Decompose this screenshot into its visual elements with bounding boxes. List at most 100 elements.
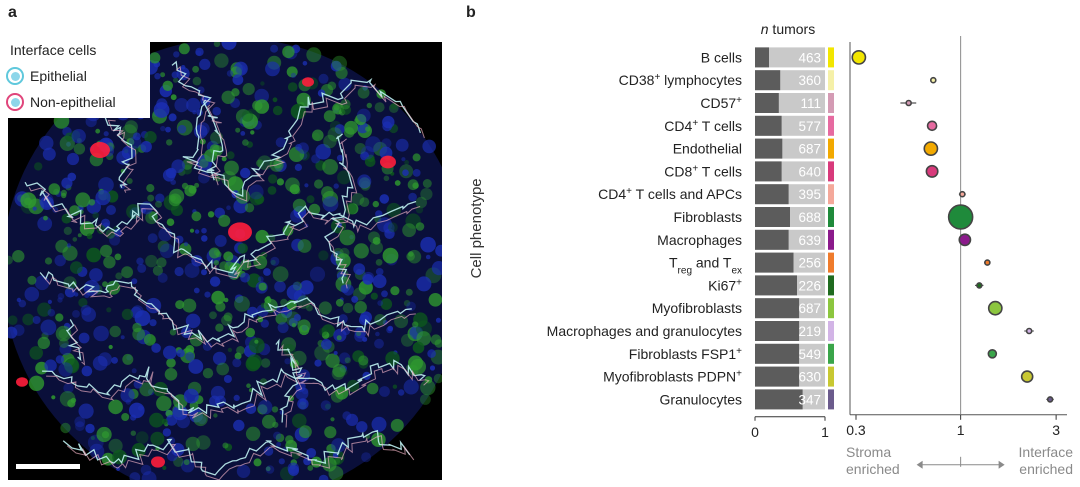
category-color-swatch <box>828 138 834 159</box>
category-label: Macrophages <box>657 232 742 248</box>
legend-item-non-epithelial: Non-epithelial <box>6 90 116 114</box>
n-tumors-value: 577 <box>798 119 821 134</box>
enrichment-dot <box>959 190 966 198</box>
n-tumors-value: 687 <box>798 301 821 316</box>
category-label: Myofibroblasts <box>652 300 742 316</box>
category-color-swatch <box>828 275 834 296</box>
arrow-right-head <box>998 460 1005 469</box>
enrichment-dot <box>929 76 937 84</box>
category-label: Ki67+ <box>708 277 742 294</box>
n-tumors-value: 687 <box>798 142 821 157</box>
n-tumors-value: 226 <box>798 278 821 293</box>
bar-interface-fraction <box>755 252 794 273</box>
category-color-swatch <box>828 252 834 273</box>
bar-interface-fraction <box>755 366 800 387</box>
n-tumors-value: 360 <box>798 73 821 88</box>
enrichment-dot <box>958 233 972 247</box>
category-label: Macrophages and granulocytes <box>547 323 742 339</box>
red-signal-spots <box>16 77 396 468</box>
n-tumors-value: 219 <box>798 324 821 339</box>
n-tumors-value: 549 <box>798 347 821 362</box>
category-color-swatch <box>828 389 834 410</box>
interface-legend: Interface cells Epithelial Non-epithelia… <box>4 40 150 118</box>
scale-bar <box>16 464 80 469</box>
n-tumors-value: 256 <box>798 256 821 271</box>
enrichment-dot <box>923 141 939 156</box>
n-tumors-value: 688 <box>798 210 821 225</box>
arrow-left-head <box>916 460 923 469</box>
legend-item-label: Epithelial <box>30 68 87 84</box>
bar-interface-fraction <box>755 184 789 205</box>
bar-interface-fraction <box>755 70 781 91</box>
enrichment-dot <box>987 348 998 359</box>
stroma-enriched-label: enriched <box>846 461 900 477</box>
non-epithelial-ring-icon <box>6 93 24 111</box>
category-label: CD4+ T cells and APCs <box>598 186 742 203</box>
bar-interface-fraction <box>755 47 769 68</box>
category-label: Fibroblasts <box>674 209 742 225</box>
category-color-swatch <box>828 115 834 136</box>
category-label: B cells <box>701 49 742 65</box>
dot-x-tick-label: 3 <box>1052 422 1060 438</box>
bar-x-tick-label: 0 <box>751 424 759 440</box>
category-color-swatch <box>828 207 834 227</box>
interface-enriched-label: Interface <box>1019 444 1074 460</box>
enrichment-dot <box>987 300 1003 316</box>
category-label: Fibroblasts FSP1+ <box>629 345 742 362</box>
enrichment-dot <box>1025 327 1033 335</box>
enrichment-dot <box>947 204 974 230</box>
dot-x-tick-label: 1 <box>957 422 965 438</box>
category-color-swatch <box>828 161 834 182</box>
panel-a-label: a <box>8 4 17 21</box>
category-color-swatch <box>828 70 834 91</box>
enrichment-dot <box>1046 396 1054 403</box>
bar-x-tick-label: 1 <box>821 424 829 440</box>
category-label: Granulocytes <box>660 391 742 407</box>
legend-item-epithelial: Epithelial <box>6 64 87 88</box>
n-tumors-value: 111 <box>800 96 821 111</box>
category-color-swatch <box>828 47 834 68</box>
bar-interface-fraction <box>755 343 800 364</box>
category-color-swatch <box>828 366 834 387</box>
category-label: Treg and Tex <box>669 255 742 277</box>
interface-enriched-label: enriched <box>1019 461 1073 477</box>
bar-interface-fraction <box>755 275 797 296</box>
enrichment-dot <box>905 99 912 107</box>
bar-interface-fraction <box>755 389 803 410</box>
bar-interface-fraction <box>755 229 789 250</box>
dot-x-tick-label: 0.3 <box>846 422 866 438</box>
stroma-enriched-label: Stroma <box>846 444 891 460</box>
category-color-swatch <box>828 343 834 364</box>
n-tumors-value: 630 <box>798 370 821 385</box>
category-label: CD4+ T cells <box>664 117 742 134</box>
bar-interface-fraction <box>755 93 779 113</box>
enrichment-dot <box>851 50 867 65</box>
n-tumors-value: 639 <box>798 233 821 248</box>
bar-interface-fraction <box>755 138 783 159</box>
y-axis-label: Cell phenotype <box>468 178 485 278</box>
category-color-swatch <box>828 229 834 250</box>
category-label: Myofibroblasts PDPN+ <box>603 368 742 385</box>
bar-interface-fraction <box>755 207 790 227</box>
interface-cell-outlines <box>24 60 430 480</box>
bar-interface-fraction <box>755 321 800 341</box>
bar-interface-fraction <box>755 115 782 136</box>
n-tumors-value: 395 <box>798 187 821 202</box>
epithelial-ring-icon <box>6 67 24 85</box>
enrichment-dot <box>926 120 938 132</box>
enrichment-dot <box>925 164 939 178</box>
category-label: CD8+ T cells <box>664 163 742 180</box>
enrichment-dot <box>976 282 983 289</box>
panel-b-label: b <box>466 4 476 21</box>
category-label: CD38+ lymphocytes <box>619 72 742 89</box>
n-tumors-value: 640 <box>798 164 821 179</box>
category-label: Endothelial <box>673 141 742 157</box>
bar-interface-fraction <box>755 161 782 182</box>
n-tumors-header: n tumors <box>761 21 815 37</box>
category-color-swatch <box>828 321 834 341</box>
bar-interface-fraction <box>755 298 800 319</box>
category-color-swatch <box>828 93 834 113</box>
n-tumors-value: 463 <box>798 50 821 65</box>
legend-item-label: Non-epithelial <box>30 94 116 110</box>
